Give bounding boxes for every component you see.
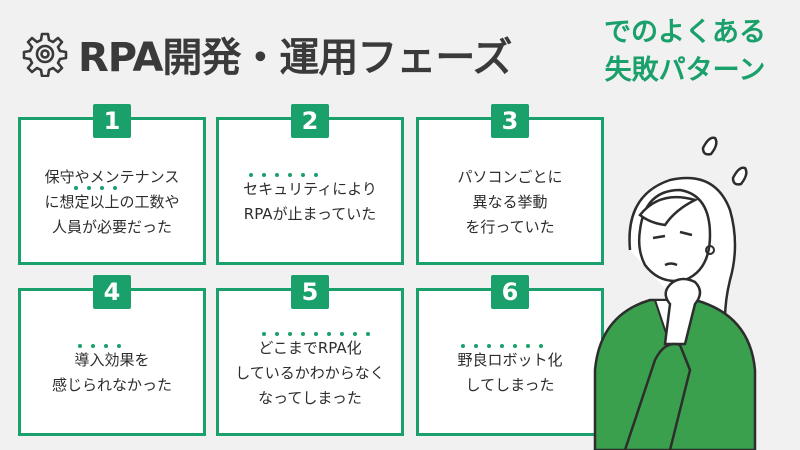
subtitle-line-2: 失敗パターン — [604, 55, 766, 86]
card-number-5: 5 — [291, 275, 329, 309]
emphasis-dots — [262, 331, 371, 336]
card-5-line-1: どこまでRPA化 — [258, 331, 371, 361]
failure-card-4: 4 導入効果を 感じられなかった — [18, 275, 206, 436]
card-1-line-2: に想定以上の工数や — [44, 185, 180, 215]
card-4-line-2: 感じられなかった — [51, 376, 172, 394]
card-1-line-1: 保守やメンテナンス — [44, 167, 180, 186]
emphasis-dots — [461, 344, 544, 348]
page-subtitle: でのよくある 失敗パターン — [590, 14, 780, 90]
card-5-line-3: なってしまった — [258, 388, 362, 407]
card-2-line-1: セキュリティにより — [243, 173, 377, 202]
emphasis-dots — [74, 185, 118, 190]
card-number-6: 6 — [491, 275, 529, 309]
gear-icon — [22, 32, 68, 77]
failure-card-3: 3 パソコンごとに 異なる挙動 を行っていた — [416, 104, 604, 265]
card-2-line-2: RPAが止まっていた — [243, 205, 377, 223]
card-3-line-1: パソコンごとに — [457, 167, 563, 186]
card-1-line-3: 人員が必要だった — [51, 217, 172, 236]
failure-card-5: 5 どこまでRPA化 しているかわからなく なってしまった — [216, 275, 404, 436]
emphasis-dots — [249, 173, 319, 177]
card-number-4: 4 — [93, 275, 131, 309]
emphasis-dots — [78, 344, 122, 348]
card-number-2: 2 — [291, 104, 329, 138]
subtitle-line-1: でのよくある — [604, 17, 766, 48]
title-row: RPA開発・運用フェーズ — [22, 18, 512, 90]
page-title: RPA開発・運用フェーズ — [78, 35, 512, 81]
card-3-line-2: 異なる挙動 — [472, 192, 548, 211]
failure-card-6: 6 野良ロボット化 してしまった — [416, 275, 604, 436]
card-number-1: 1 — [93, 104, 131, 138]
failure-card-2: 2 セキュリティにより RPAが止まっていた — [216, 104, 404, 265]
failure-card-1: 1 保守やメンテナンス に想定以上の工数や 人員が必要だった — [18, 104, 206, 265]
card-4-line-1: 導入効果を — [74, 344, 150, 373]
card-6-line-1: 野良ロボット化 — [457, 344, 563, 373]
card-6-line-2: してしまった — [465, 376, 555, 394]
worried-person-illustration — [593, 136, 757, 450]
card-5-line-2: しているかわからなく — [235, 363, 385, 382]
card-3-line-3: を行っていた — [465, 217, 555, 236]
card-number-3: 3 — [491, 104, 529, 138]
